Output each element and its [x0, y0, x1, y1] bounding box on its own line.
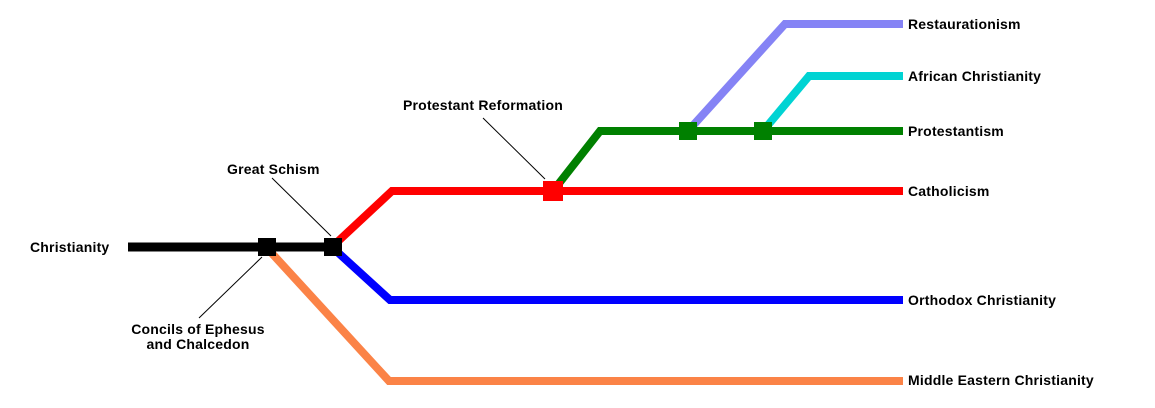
branch-label-african-christianity: African Christianity: [908, 68, 1042, 84]
branch-protestantism-line: [549, 127, 903, 194]
african-split-marker: [754, 122, 772, 140]
event-label-councils-line2: and Chalcedon: [146, 336, 250, 352]
branch-label-orthodox-christianity: Orthodox Christianity: [908, 292, 1057, 308]
branch-label-restaurationism: Restaurationism: [908, 16, 1021, 32]
root-label: Christianity: [30, 239, 110, 255]
branch-restaurationism-line: [685, 20, 903, 134]
restaurationism-split-marker: [679, 122, 697, 140]
event-label-great-schism: Great Schism: [227, 161, 320, 177]
event-label-councils: Concils of Ephesus and Chalcedon: [126, 322, 270, 352]
branch-catholicism-line: [330, 187, 903, 249]
councils-event-marker: [258, 238, 276, 256]
great-schism-event-marker: [324, 238, 342, 256]
branch-label-catholicism: Catholicism: [908, 183, 990, 199]
reformation-event-marker: [543, 181, 563, 201]
branch-african-line: [759, 72, 903, 134]
event-label-councils-line1: Concils of Ephesus: [131, 321, 265, 337]
branch-label-protestantism: Protestantism: [908, 123, 1004, 139]
branch-label-middle-eastern-christianity: Middle Eastern Christianity: [908, 372, 1094, 388]
great-schism-annotation-line: [271, 177, 332, 237]
councils-annotation-line: [198, 256, 263, 319]
event-label-protestant-reformation: Protestant Reformation: [403, 97, 563, 113]
branch-middle-eastern-line: [264, 245, 903, 385]
branch-orthodox-line: [330, 245, 903, 304]
reformation-annotation-line: [482, 117, 546, 180]
